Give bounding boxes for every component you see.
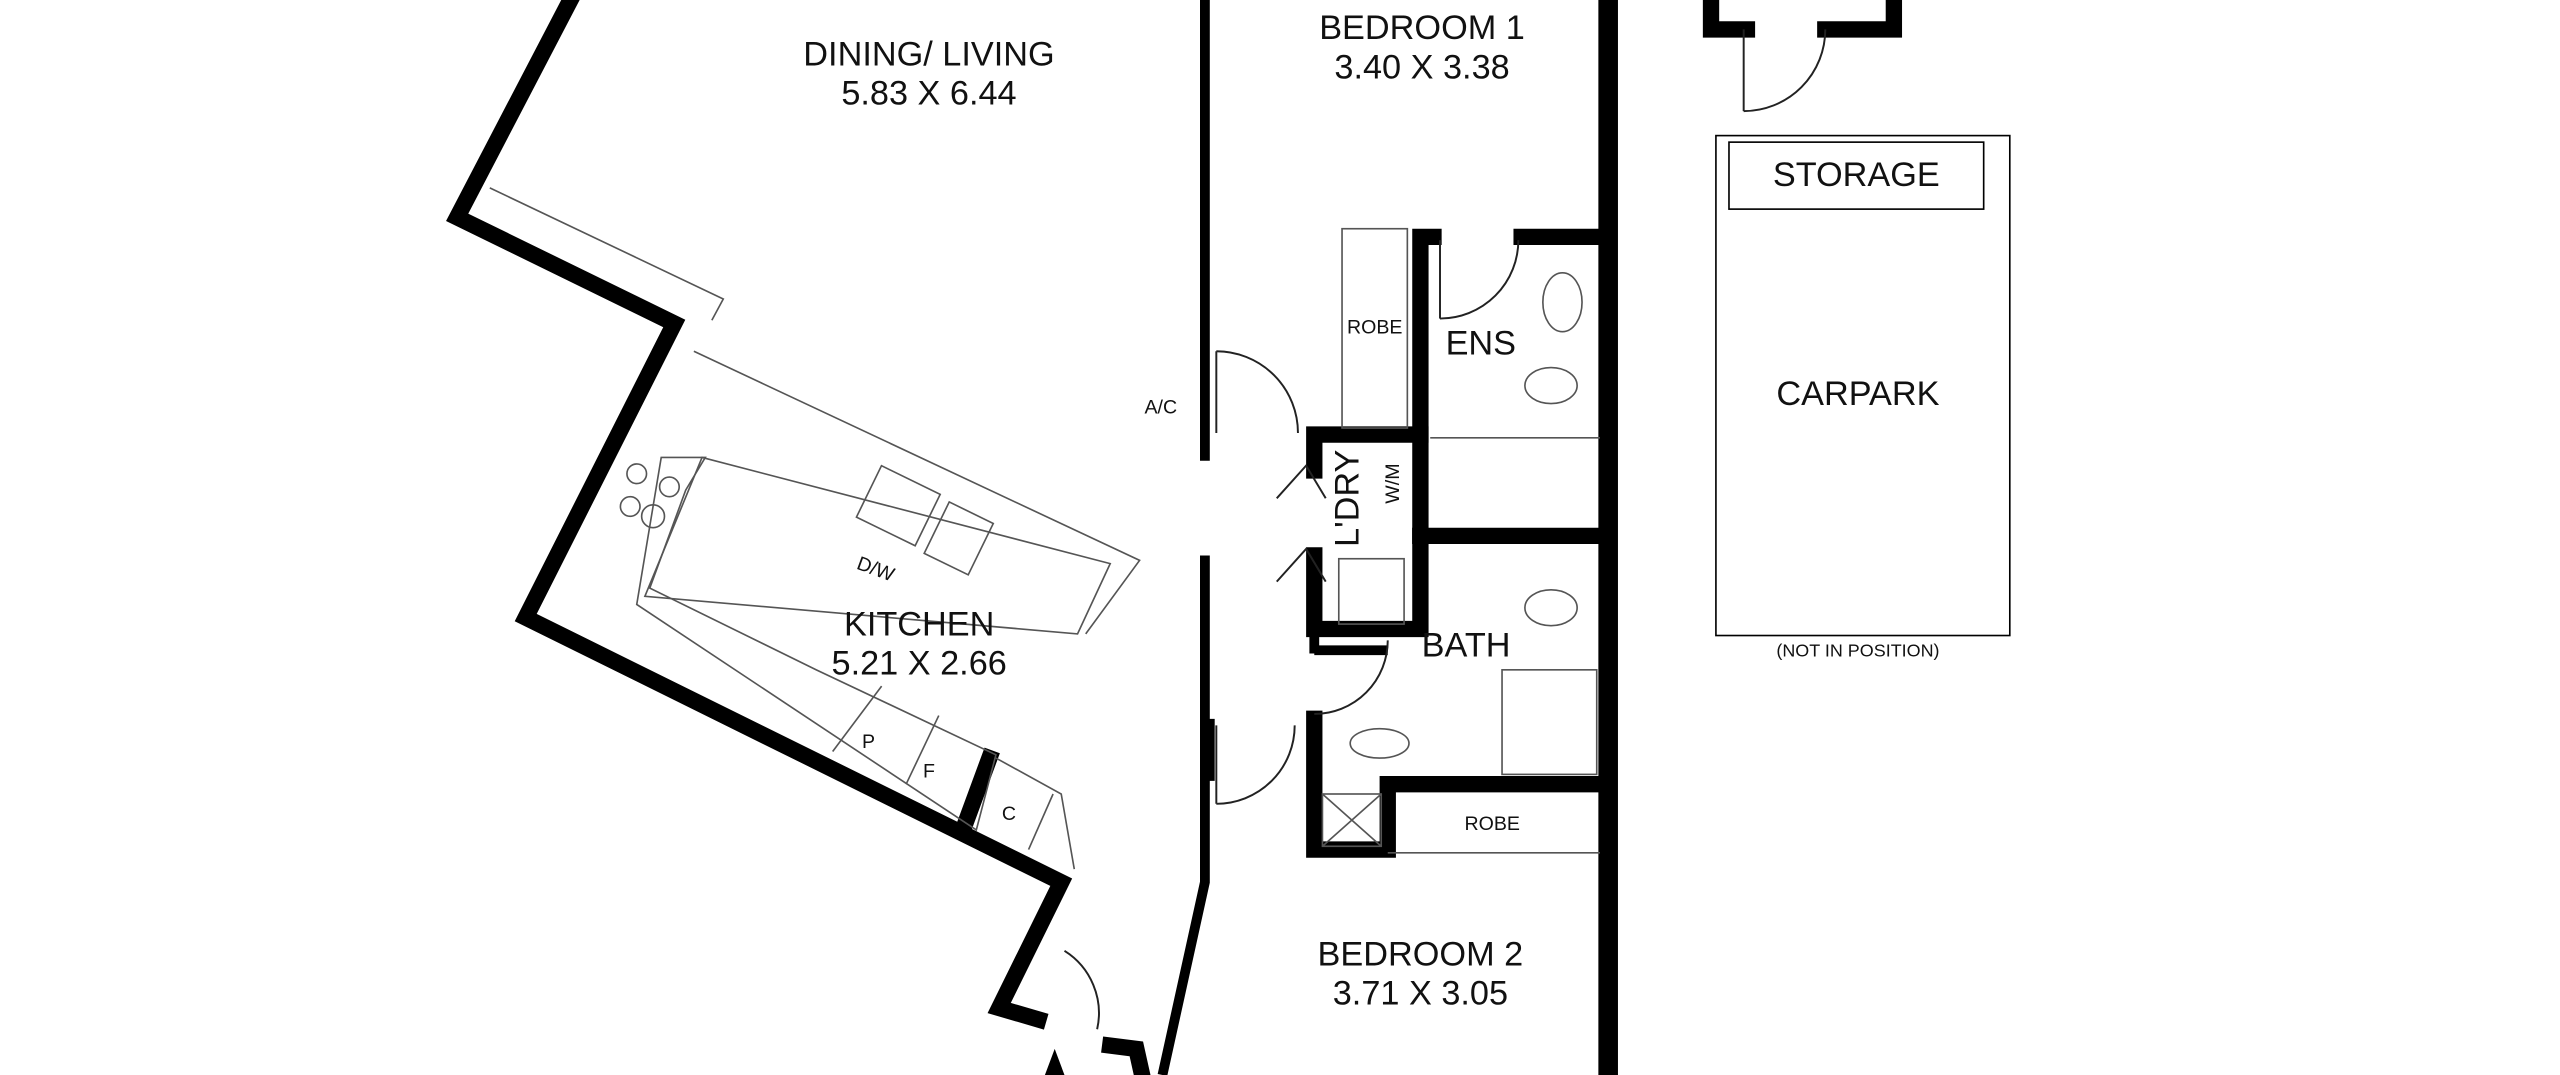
- bedroom2-label: BEDROOM 2: [1318, 936, 1524, 974]
- dw-label: D/W: [854, 553, 898, 587]
- laundry-label: L'DRY: [1328, 449, 1366, 547]
- storage-label: STORAGE: [1773, 156, 1940, 194]
- wm-label: W/M: [1382, 463, 1404, 503]
- ensuite-label: ENS: [1446, 325, 1516, 363]
- ac-label: A/C: [1145, 396, 1178, 418]
- dining-living-size: 5.83 X 6.44: [841, 75, 1016, 113]
- carpark-outline: [1715, 134, 2011, 637]
- interior-walls: [956, 0, 1609, 1075]
- fridge-label: F: [923, 761, 935, 783]
- kitchen-benches: [489, 187, 1141, 870]
- kitchen-label: KITCHEN: [844, 606, 994, 644]
- bedroom1-label: BEDROOM 1: [1319, 9, 1525, 47]
- robe2-label: ROBE: [1465, 813, 1520, 835]
- bath-label: BATH: [1422, 627, 1511, 665]
- pantry-label: P: [862, 731, 875, 753]
- bathroom-fixtures: [1321, 227, 1600, 854]
- robe1-label: ROBE: [1347, 316, 1402, 338]
- exterior-walls: [446, 0, 1903, 1075]
- kitchen-size: 5.21 X 2.66: [832, 645, 1007, 683]
- carpark-note: (NOT IN POSITION): [1776, 641, 1939, 661]
- bedroom1-size: 3.40 X 3.38: [1334, 48, 1509, 86]
- cupboard-label: C: [1002, 803, 1016, 825]
- carpark-label: CARPARK: [1776, 375, 1939, 413]
- doors: [1044, 29, 1827, 1075]
- storage-outline: [1728, 141, 1985, 210]
- bedroom2-size: 3.71 X 3.05: [1333, 975, 1508, 1013]
- dining-living-label: DINING/ LIVING: [803, 35, 1054, 73]
